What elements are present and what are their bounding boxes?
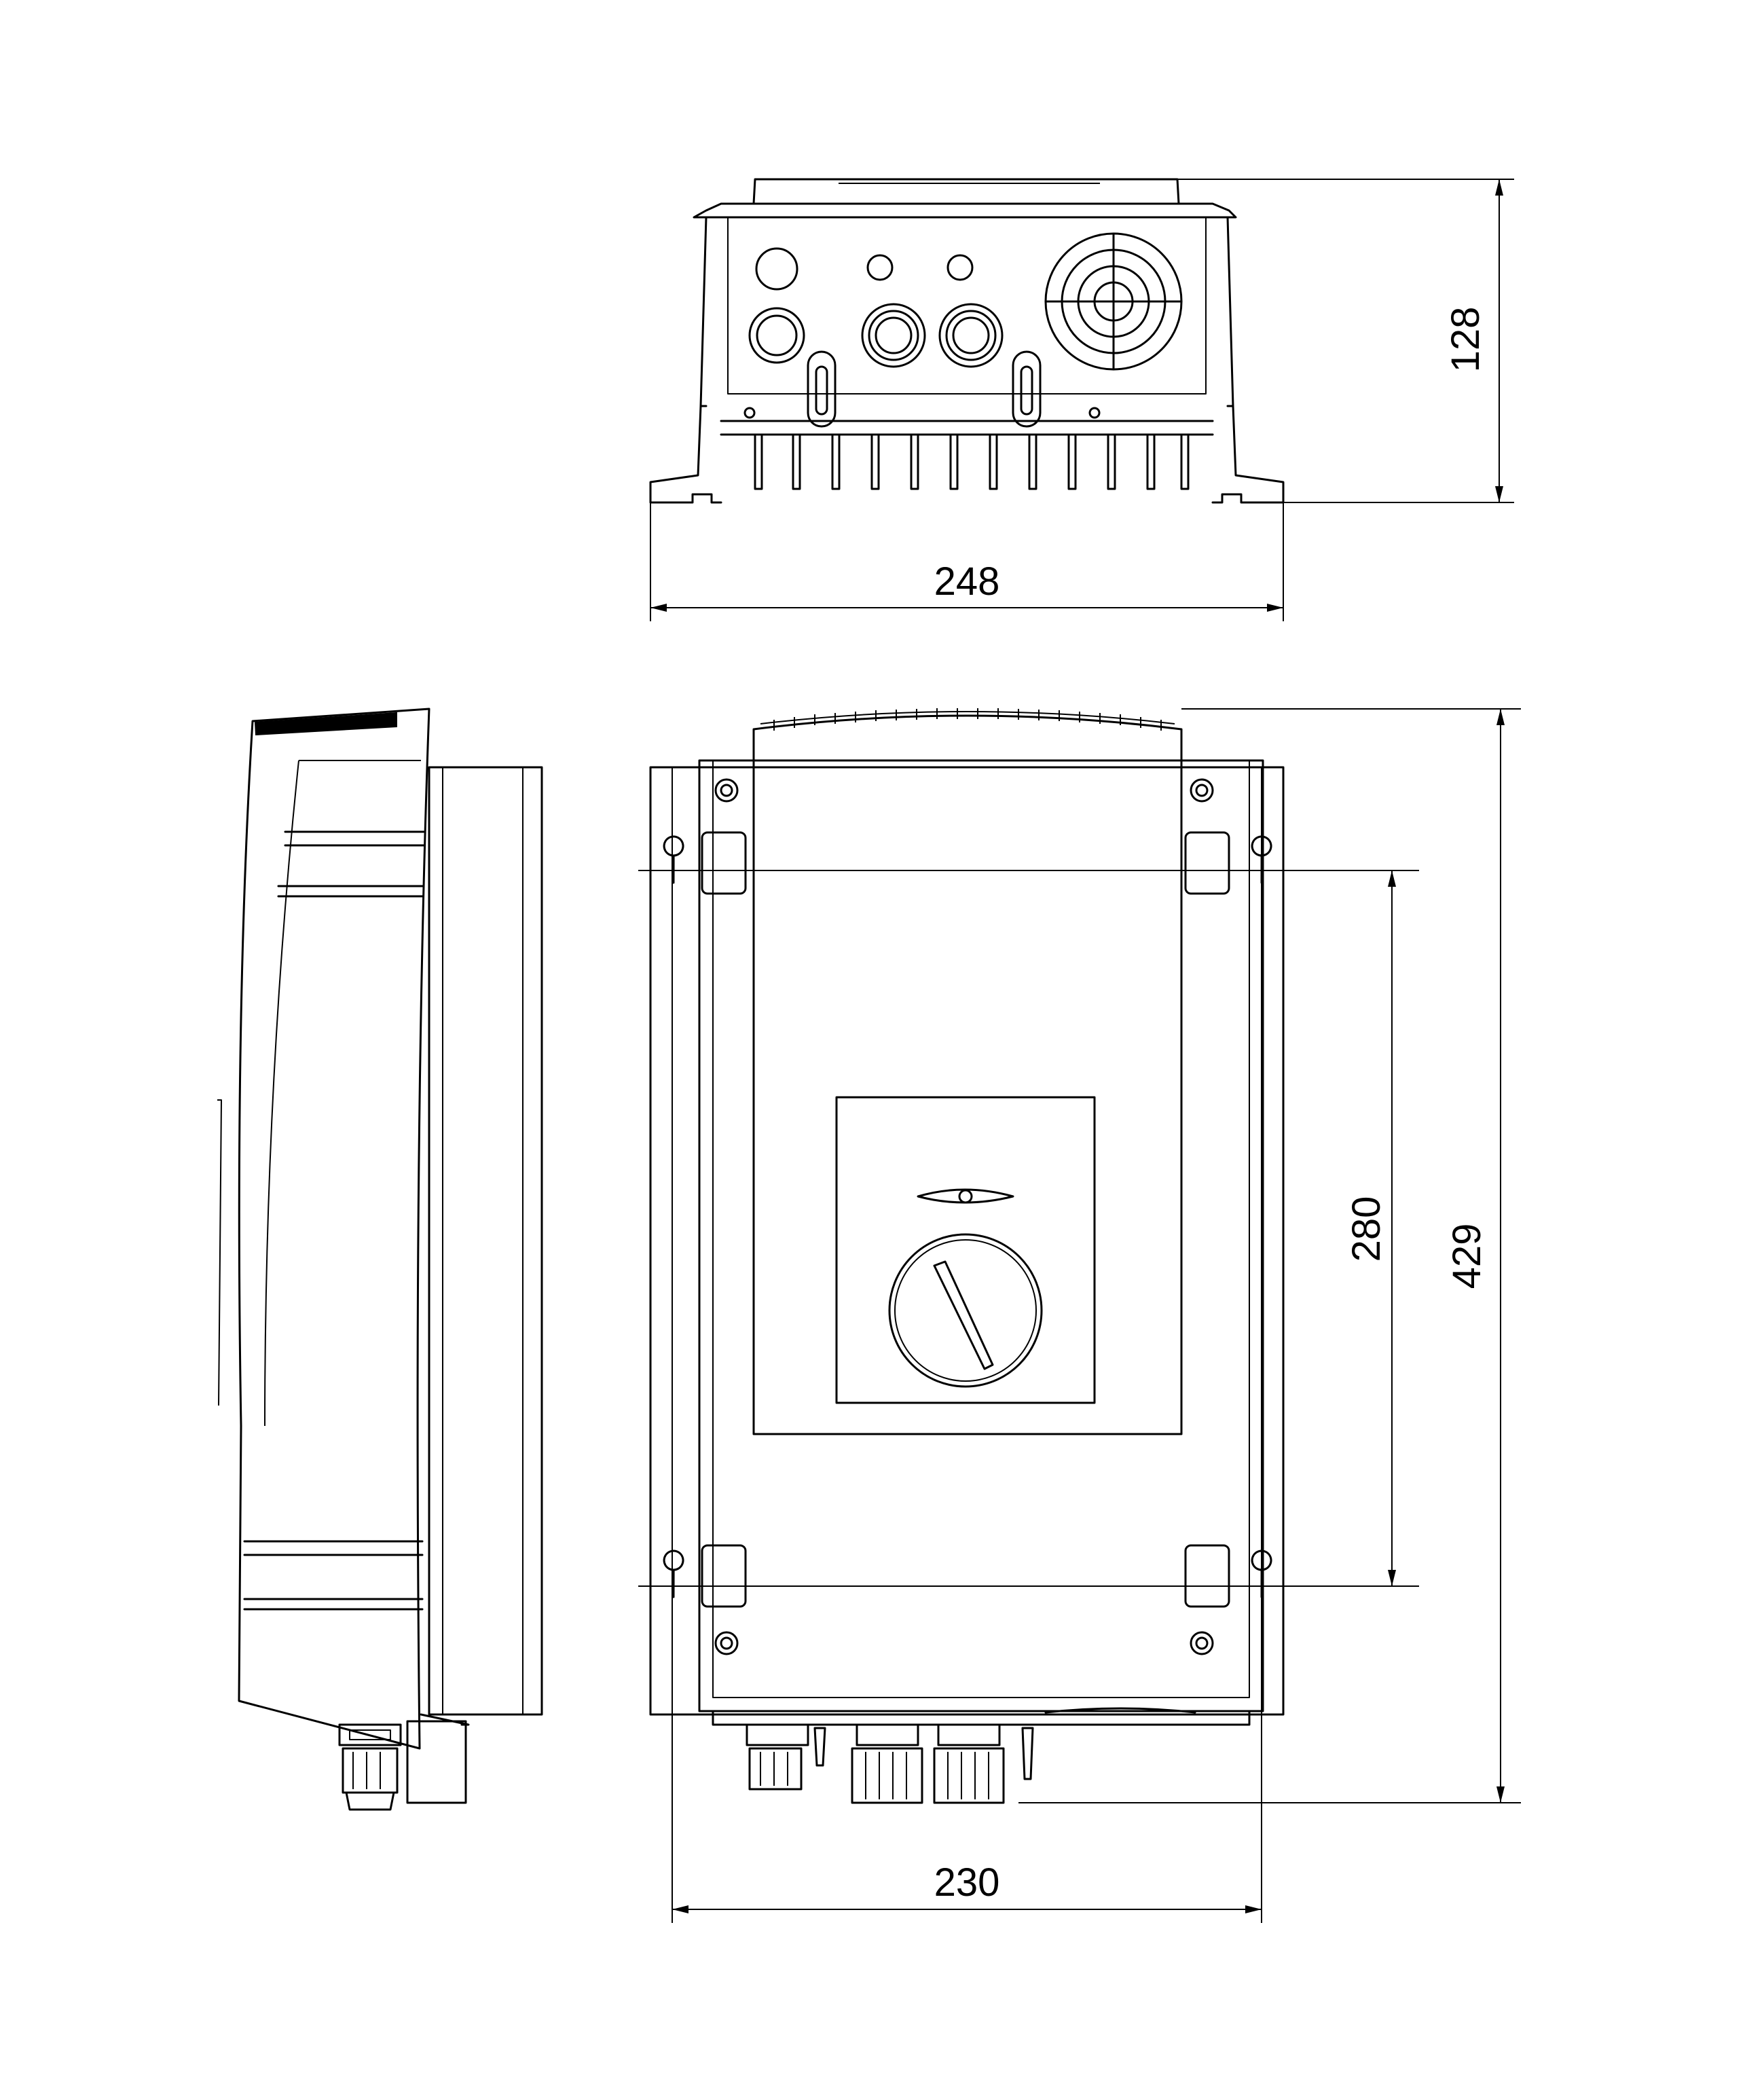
cable-openings: [748, 247, 1042, 428]
front-view: [649, 708, 1285, 1804]
top-view: [649, 178, 1285, 504]
rotary-knob-icon: [888, 1233, 1043, 1388]
cover-ribs: [773, 708, 1162, 731]
dimension-248: 248: [934, 559, 1000, 604]
dimension-128: 128: [1444, 307, 1488, 373]
front-view-dimensions: 280 429 230: [638, 708, 1521, 1923]
dimension-280: 280: [1344, 1196, 1389, 1262]
side-glands: [338, 1720, 467, 1811]
dimension-429: 429: [1445, 1224, 1489, 1289]
front-glands: [712, 1707, 1251, 1804]
heatsink-fins: [754, 433, 1190, 490]
fan-grille-icon: [1044, 232, 1183, 371]
top-view-dimensions: 128 248: [650, 179, 1514, 621]
dimension-230: 230: [934, 1860, 1000, 1905]
side-view: [217, 708, 543, 1811]
